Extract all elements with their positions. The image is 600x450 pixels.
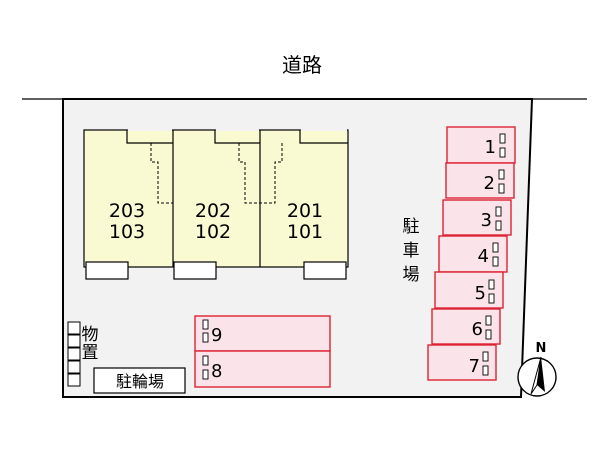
- parking-spaces-right: 1 2 3 4 5 6: [427, 126, 516, 381]
- parking-space-number: 5: [475, 283, 486, 304]
- parking-space-number: 1: [485, 137, 496, 158]
- parking-space-number: 2: [484, 173, 495, 194]
- parking-space: 4: [438, 235, 508, 273]
- parking-space-number: 7: [469, 356, 480, 377]
- bike-parking: 駐輪場: [93, 367, 186, 394]
- parking-space-number: 4: [478, 246, 489, 267]
- parking-space-number: 6: [472, 319, 483, 340]
- parking-space: 2: [445, 162, 515, 199]
- unit-label-upper: 202: [195, 200, 231, 222]
- parking-space: 9: [194, 315, 331, 352]
- bike-parking-label: 駐輪場: [116, 372, 164, 391]
- unit-label-upper: 203: [109, 200, 145, 222]
- north-compass: N: [517, 341, 557, 397]
- parking-space: 6: [431, 308, 501, 345]
- storage-label-char: 置: [82, 343, 99, 363]
- parking-space: 5: [434, 271, 504, 309]
- parking-space: 7: [427, 344, 497, 381]
- parking-label-char: 車: [403, 241, 420, 261]
- parking-space-number: 8: [211, 361, 222, 382]
- parking-space: 1: [446, 126, 516, 164]
- parking-space-number: 3: [481, 210, 492, 231]
- parking-space-number: 9: [211, 325, 222, 346]
- unit-label-lower: 103: [109, 221, 145, 243]
- road-label: 道路: [282, 53, 322, 77]
- storage-label-char: 物: [82, 325, 99, 345]
- compass-north-label: N: [536, 341, 547, 356]
- building-outline: [83, 129, 349, 268]
- parking-spaces-lower: 9 8: [194, 315, 331, 388]
- parking-label-char: 場: [403, 265, 420, 285]
- unit-label-upper: 201: [287, 200, 323, 222]
- unit-label-lower: 102: [195, 221, 231, 243]
- unit-label-lower: 101: [287, 221, 323, 243]
- compass-needle-dark: [537, 357, 545, 392]
- apartment-building: 203 103 202 102 201 101: [83, 128, 349, 280]
- parking-label-char: 駐: [403, 217, 420, 237]
- storage-shed: 物 置: [67, 321, 99, 387]
- parking-space: 3: [442, 199, 512, 236]
- parking-space: 8: [194, 350, 331, 388]
